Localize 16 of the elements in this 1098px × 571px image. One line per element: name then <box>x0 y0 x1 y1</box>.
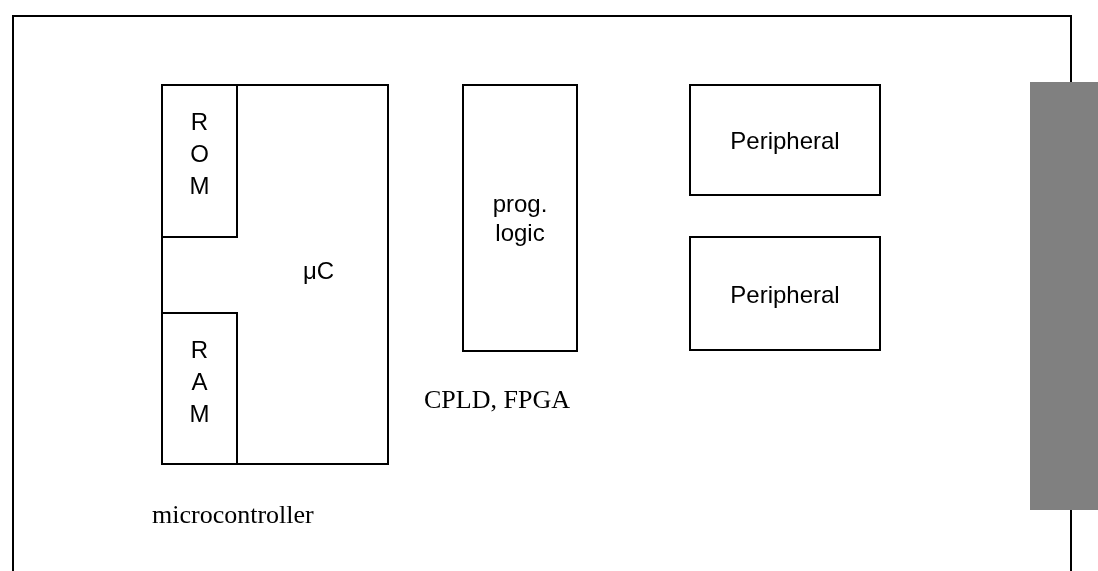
component-box <box>161 312 238 465</box>
component-label: Peripheral <box>730 279 840 308</box>
component-label: R A M <box>189 335 210 429</box>
component-box <box>161 84 238 238</box>
component-caption: microcontroller <box>152 500 314 530</box>
component-label: prog. logic <box>491 189 549 247</box>
component-box <box>689 84 881 196</box>
component-label: μC <box>303 256 335 285</box>
component-caption: CPLD, FPGA <box>424 385 570 415</box>
board-outline <box>12 15 1072 571</box>
component-label: Peripheral <box>730 125 840 155</box>
component-box <box>689 236 881 351</box>
component-label: R O M <box>189 107 210 201</box>
connector-bar <box>1030 82 1098 510</box>
component-box <box>161 84 389 465</box>
component-box <box>462 84 578 352</box>
